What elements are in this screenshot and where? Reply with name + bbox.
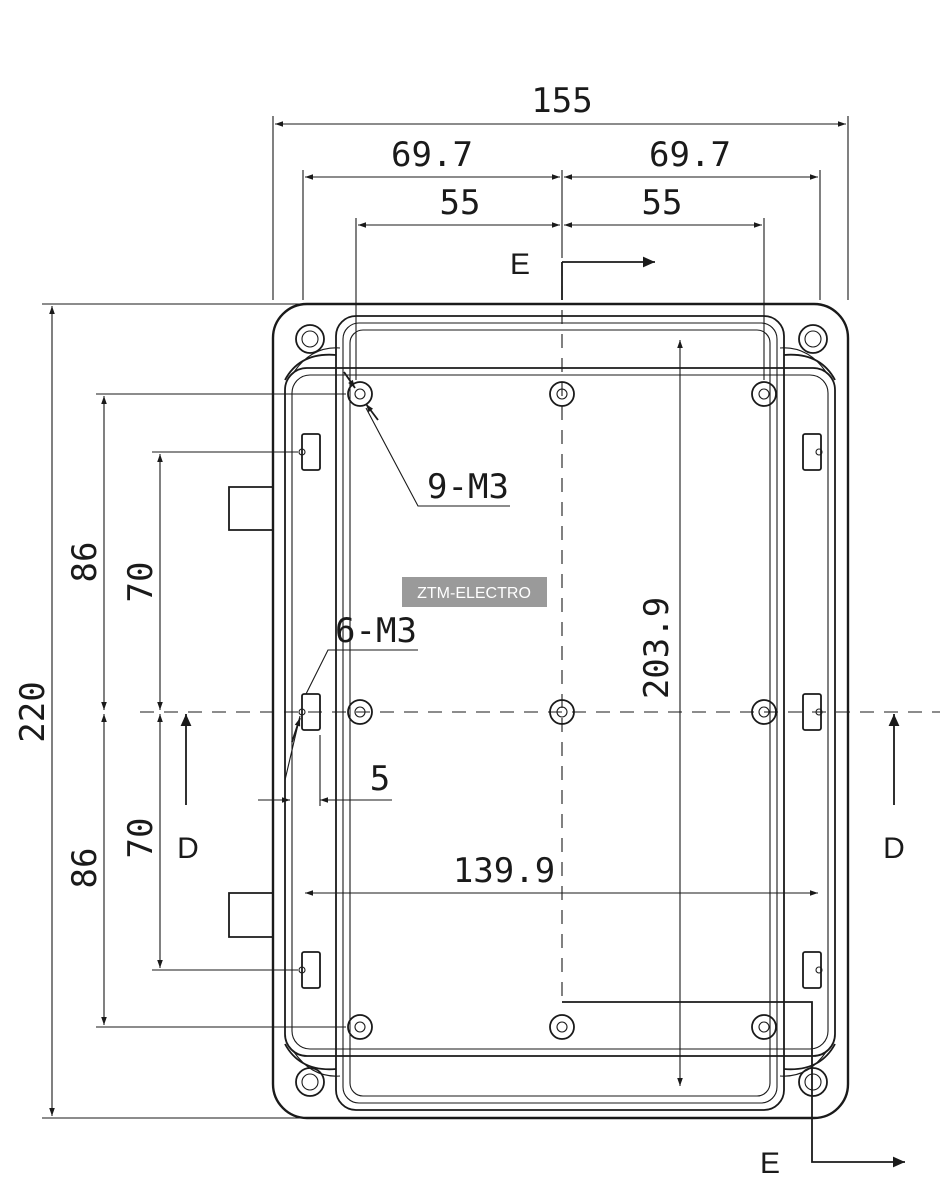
dimension-texts: 155 69.7 69.7 55 55 220 86 70 86 70 203.… bbox=[13, 81, 731, 891]
top-dimensions bbox=[272, 116, 849, 380]
watermark-text: ZTM-ELECTRO bbox=[417, 585, 531, 602]
dim-half-outer-left: 69.7 bbox=[391, 135, 473, 175]
section-label-d-right: D bbox=[883, 832, 905, 865]
side-tabs bbox=[228, 486, 273, 938]
inner-dimensions bbox=[258, 340, 818, 1086]
watermark: ZTM-ELECTRO bbox=[402, 577, 547, 607]
dim-lower-86: 86 bbox=[65, 848, 105, 889]
dim-overall-height: 220 bbox=[13, 681, 53, 742]
dim-overall-width: 155 bbox=[531, 81, 592, 121]
dim-upper-86: 86 bbox=[65, 542, 105, 583]
section-label-d-left: D bbox=[177, 832, 199, 865]
callout-6-m3: 6-M3 bbox=[335, 611, 417, 651]
callout-leaders bbox=[284, 371, 510, 781]
dim-offset-5: 5 bbox=[370, 759, 390, 799]
dim-inner-height: 203.9 bbox=[637, 597, 677, 699]
dim-upper-70: 70 bbox=[121, 562, 161, 603]
dim-half-outer-right: 69.7 bbox=[649, 135, 731, 175]
centre-lines bbox=[140, 262, 940, 1002]
section-labels: E E D D bbox=[177, 248, 905, 1180]
section-d bbox=[180, 714, 900, 805]
enclosure-outline bbox=[271, 302, 850, 1120]
dim-half-inner-right: 55 bbox=[642, 183, 683, 223]
corner-bosses bbox=[295, 324, 828, 1097]
section-label-e-top: E bbox=[510, 248, 530, 281]
left-dimensions bbox=[42, 303, 346, 1119]
dim-lower-70: 70 bbox=[121, 818, 161, 859]
callout-labels: 9-M3 6-M3 bbox=[335, 467, 509, 651]
callout-9-m3: 9-M3 bbox=[427, 467, 509, 507]
m3-bosses bbox=[347, 381, 777, 1040]
section-e bbox=[561, 256, 905, 1168]
dim-inner-width: 139.9 bbox=[453, 851, 555, 891]
side-slots bbox=[298, 433, 823, 989]
dim-half-inner-left: 55 bbox=[440, 183, 481, 223]
section-label-e-bottom: E bbox=[760, 1147, 780, 1180]
